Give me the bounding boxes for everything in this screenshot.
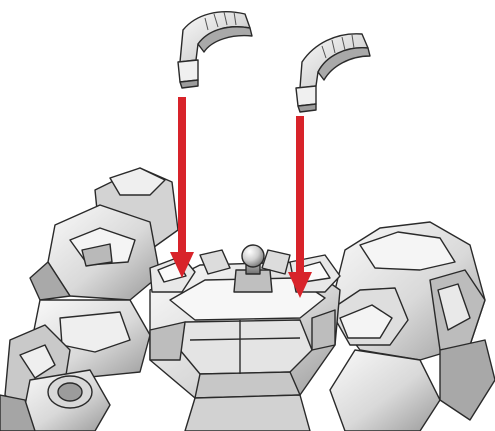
robot-torso [0,168,495,431]
left-armor-fin [178,12,252,88]
right-armor-fin [296,34,370,112]
right-shoulder-armor [330,222,495,431]
left-insert-arrow [170,97,194,278]
